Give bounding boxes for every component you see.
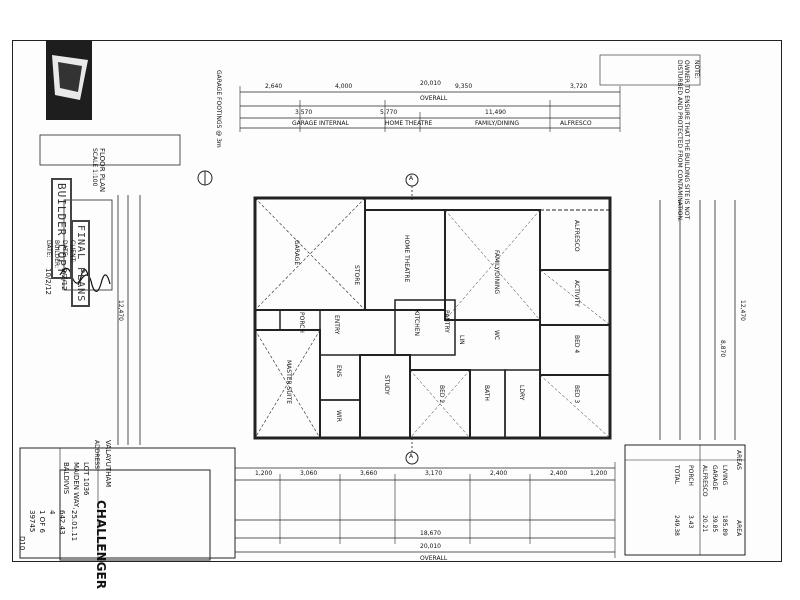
- areas-row-4-name: PORCH: [687, 465, 694, 486]
- client-date: 9/2/12: [60, 268, 68, 291]
- room-porch: PORCH: [298, 312, 305, 333]
- ens-walls: [319, 354, 361, 401]
- note-garage: GARAGE FOOTINGS @ 3m: [215, 70, 222, 148]
- builder-signature: [59, 267, 89, 284]
- section-marker-top: A: [409, 175, 414, 182]
- section-marker-bottom: A: [409, 453, 414, 460]
- top-inner-2: 5,770: [380, 109, 398, 116]
- areas-row-3-val: 20.21: [701, 515, 708, 533]
- room-bed2: BED 2: [438, 385, 445, 404]
- bottom-seg-6: 2,400: [550, 470, 568, 477]
- date-value: 25.01.11: [70, 510, 78, 542]
- builder-label: BUILDER:: [53, 240, 60, 269]
- client-name: VALAYUTHAM: [104, 440, 112, 488]
- bottom-seg-3: 3,660: [360, 470, 378, 477]
- room-wir: WIR: [335, 410, 342, 422]
- drawing-no: 39745: [28, 510, 36, 533]
- room-study: STUDY: [383, 375, 390, 395]
- address-line-2: MAIDEN WAY,: [72, 462, 80, 510]
- top-inner-label-3: FAMILY/DINING: [475, 120, 519, 127]
- room-bed3: BED 3: [573, 385, 580, 404]
- top-inner-label-2: HOME THEATRE: [385, 120, 433, 127]
- bottom-overall-dim: 20,010: [420, 543, 441, 550]
- client-signature: [77, 274, 111, 292]
- room-store: STORE: [353, 265, 360, 286]
- bottom-seg-2: 3,060: [300, 470, 318, 477]
- bottom-first-dim: 18,670: [420, 530, 441, 537]
- areas-col-area: AREA: [735, 520, 742, 537]
- final-plans-stamp: FINAL PLANS: [71, 220, 90, 308]
- top-overall-label: OVERALL: [420, 95, 448, 102]
- room-lin: LIN: [458, 335, 465, 345]
- address-line-3: BALDIVIS: [62, 462, 70, 495]
- right-overall-dim: 12,470: [739, 300, 746, 321]
- room-family-dining: FAMILY/DINING: [493, 250, 500, 294]
- room-ens: ENS: [335, 365, 342, 378]
- floor-plan-title: FLOOR PLAN: [98, 148, 106, 193]
- bottom-seg-5: 2,400: [490, 470, 508, 477]
- builder-date: 10/2/12: [44, 268, 52, 295]
- room-entry: ENTRY: [333, 315, 340, 335]
- areas-row-2-val: 39.85: [711, 515, 718, 533]
- top-inner-3: 11,490: [485, 109, 506, 116]
- room-kitchen: KITCHEN: [413, 310, 420, 336]
- kitchen-walls: [394, 299, 456, 356]
- top-seg-4: 3,720: [570, 83, 588, 90]
- room-pantry: PANTRY: [443, 310, 450, 333]
- client-date-label: DATE:: [61, 240, 68, 258]
- sheet-no: 4: [48, 510, 56, 515]
- room-ldry: LDRY: [518, 385, 525, 401]
- top-overall-dim: 20,010: [420, 80, 441, 87]
- top-seg-1: 2,640: [265, 83, 283, 90]
- bottom-seg-1: 1,200: [255, 470, 273, 477]
- garage-walls: [254, 197, 366, 311]
- outer-walls: [253, 196, 612, 440]
- rev: D10: [18, 536, 26, 551]
- plan-name: CHALLENGER: [94, 500, 108, 589]
- areas-header: AREAS: [735, 450, 742, 470]
- areas-row-4-val: 3.43: [687, 515, 694, 529]
- room-bed4: BED 4: [573, 335, 580, 354]
- top-seg-2: 4,000: [335, 83, 353, 90]
- room-master-suite: MASTER SUITE: [285, 360, 292, 405]
- porch-walls: [279, 309, 321, 331]
- room-bath: BATH: [483, 385, 490, 401]
- ldry-walls: [504, 369, 541, 439]
- note-heading: NOTE:: [693, 60, 700, 79]
- areas-row-5-val: 249.38: [673, 515, 680, 536]
- bottom-seg-7: 1,200: [590, 470, 608, 477]
- job-no: 642.43: [58, 510, 66, 535]
- note-text: OWNER TO ENSURE THAT THE BUILDING SITE I…: [676, 60, 690, 222]
- top-inner-label-1: GARAGE INTERNAL: [292, 120, 349, 127]
- room-home-theatre: HOME THEATRE: [403, 235, 410, 283]
- sheet-of: 1 OF 6: [38, 510, 46, 533]
- left-overall-dim: 12,470: [117, 300, 124, 321]
- study-walls: [359, 354, 411, 439]
- right-inner-dim: 8,870: [719, 340, 726, 358]
- bottom-seg-4: 3,170: [425, 470, 443, 477]
- room-alfresco: ALFRESCO: [573, 220, 580, 252]
- room-garage: GARAGE: [293, 240, 300, 266]
- scale-label: SCALE 1:100: [91, 148, 98, 187]
- room-activity: ACTIVITY: [573, 280, 580, 307]
- areas-row-5-name: TOTAL: [673, 465, 680, 485]
- builder-date-label: DATE:: [45, 240, 52, 258]
- areas-row-2-name: GARAGE: [711, 465, 718, 491]
- areas-row-1-val: 185.89: [721, 515, 728, 536]
- top-inner-label-4: ALFRESCO: [560, 120, 592, 127]
- client-label: CLIENT:: [69, 240, 76, 263]
- room-wc: WC: [493, 330, 500, 341]
- top-inner-1: 3,570: [295, 109, 313, 116]
- top-seg-3: 9,350: [455, 83, 473, 90]
- areas-row-1-name: LIVING: [721, 465, 728, 486]
- address-label: ADDRESS:: [93, 440, 100, 471]
- bottom-overall-label: OVERALL: [420, 555, 448, 562]
- areas-row-3-name: ALFRESCO: [701, 465, 708, 497]
- bath-walls: [469, 369, 506, 439]
- address-line-1: LOT 1036: [82, 462, 90, 496]
